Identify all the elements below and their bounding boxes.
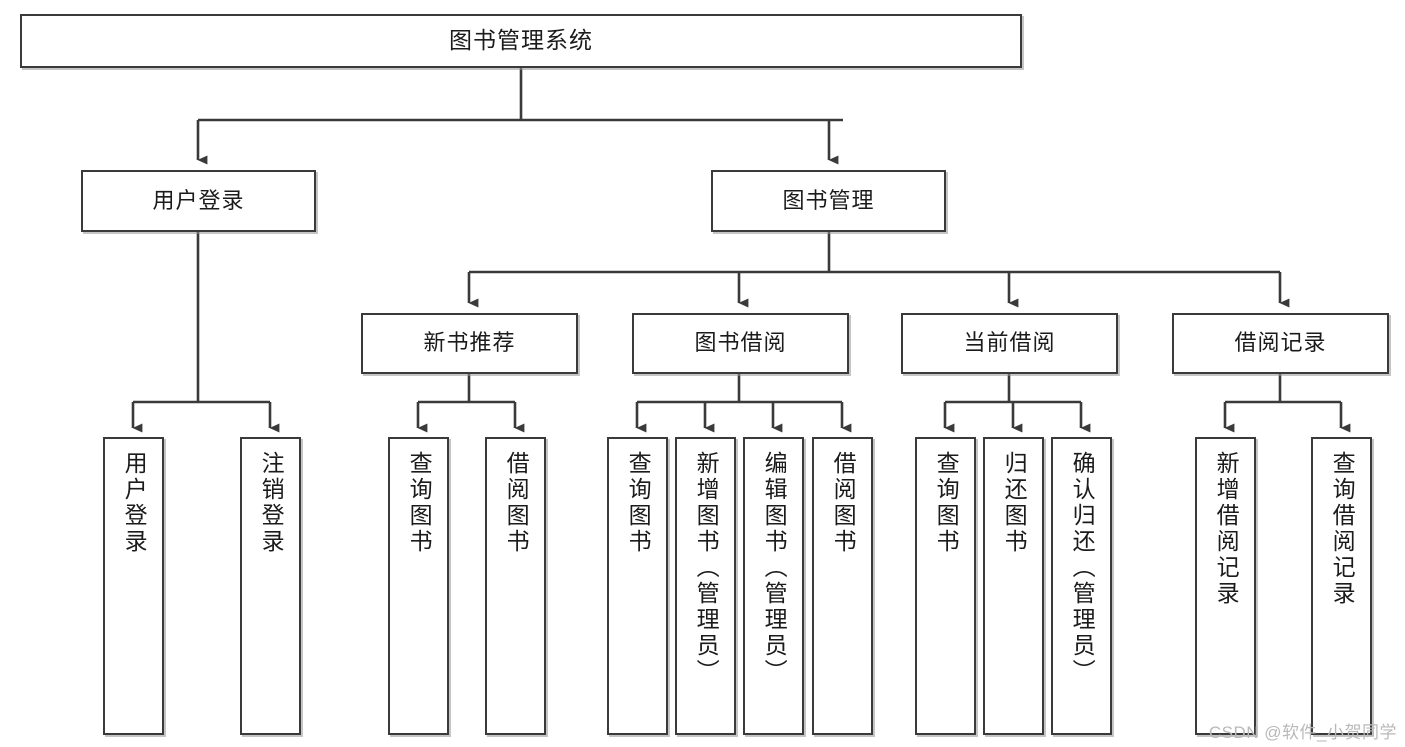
leaf-return-book[interactable]: 归还图书 [983,437,1044,735]
leaf-logout[interactable]: 注销登录 [240,437,301,735]
node-label: 新增借阅记录 [1213,451,1240,607]
leaf-add-borrow-record[interactable]: 新增借阅记录 [1195,437,1256,735]
node-label: 新书推荐 [423,330,516,356]
leaf-user-login[interactable]: 用户登录 [103,437,164,735]
node-current-borrow[interactable]: 当前借阅 [901,313,1118,374]
leaf-query-borrow-record[interactable]: 查询借阅记录 [1311,437,1372,735]
node-label: 查询图书 [625,451,652,555]
node-label: 图书管理系统 [449,27,593,54]
node-label: 图书管理 [782,187,875,213]
node-new-book-recommend[interactable]: 新书推荐 [361,313,578,374]
node-label: 借阅图书 [503,451,530,555]
node-label: 用户登录 [121,451,148,555]
leaf-borrow-book[interactable]: 借阅图书 [812,437,873,735]
leaf-add-book-admin[interactable]: 新增图书（管理员） [675,437,736,735]
node-label: 查询借阅记录 [1329,451,1356,607]
node-borrow-records[interactable]: 借阅记录 [1172,313,1389,374]
leaf-current-query-book[interactable]: 查询图书 [915,437,976,735]
node-root-book-management-system[interactable]: 图书管理系统 [20,14,1022,68]
node-book-management[interactable]: 图书管理 [711,170,946,232]
node-label: 编辑图书（管理员） [761,451,788,685]
node-user-login[interactable]: 用户登录 [81,170,316,232]
node-label: 确认归还（管理员） [1069,451,1096,685]
node-label: 归还图书 [1001,451,1028,555]
node-label: 注销登录 [258,451,285,555]
leaf-borrow-query-book[interactable]: 查询图书 [607,437,668,735]
node-label: 当前借阅 [963,330,1056,356]
leaf-new-book-borrow[interactable]: 借阅图书 [485,437,546,735]
node-label: 用户登录 [152,187,245,213]
leaf-edit-book-admin[interactable]: 编辑图书（管理员） [743,437,804,735]
leaf-new-book-query[interactable]: 查询图书 [388,437,449,735]
node-book-borrow[interactable]: 图书借阅 [632,313,849,374]
node-label: 查询图书 [933,451,960,555]
node-label: 新增图书（管理员） [693,451,720,685]
node-label: 借阅图书 [830,451,857,555]
node-label: 借阅记录 [1234,330,1327,356]
leaf-confirm-return-admin[interactable]: 确认归还（管理员） [1051,437,1112,735]
node-label: 查询图书 [406,451,433,555]
node-label: 图书借阅 [694,330,787,356]
